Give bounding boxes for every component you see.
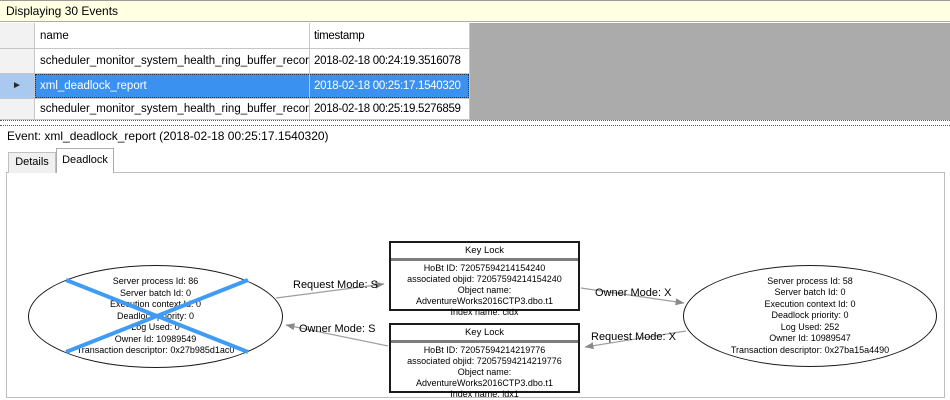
resource-attr: associated objid: 72057594214219776 xyxy=(407,356,562,366)
edge-label-owner-x: Owner Mode: X xyxy=(595,287,672,299)
process-attr: Server batch Id: 0 xyxy=(119,287,192,298)
row-selector-cell[interactable]: ► xyxy=(0,74,35,98)
tab-strip: Details Deadlock xyxy=(0,147,950,173)
event-name-cell[interactable]: scheduler_monitor_system_health_ring_buf… xyxy=(35,49,310,73)
resource-attr: Index name: idx1 xyxy=(450,389,519,399)
process-attr: Server process Id: 86 xyxy=(112,276,199,287)
process-attr: Log Used: 252 xyxy=(780,321,840,332)
process-attr: Log Used: 0 xyxy=(131,322,180,333)
table-row-selected[interactable]: ► xml_deadlock_report 2018-02-18 00:25:1… xyxy=(0,74,470,99)
process-attr: Deadlock priority: 0 xyxy=(771,310,849,321)
process-attr: Owner Id: 10989549 xyxy=(114,333,197,344)
row-selector-cell[interactable] xyxy=(0,49,35,73)
process-attr: Deadlock priority: 0 xyxy=(116,310,195,321)
table-row[interactable]: scheduler_monitor_system_health_ring_buf… xyxy=(0,99,470,120)
process-attr: Owner Id: 10989547 xyxy=(769,333,851,344)
resource-node-keylock-cidx[interactable]: Key Lock HoBt ID: 72057594214154240 asso… xyxy=(389,241,580,317)
tab-details[interactable]: Details xyxy=(8,152,56,173)
process-attr: Server batch Id: 0 xyxy=(774,287,846,298)
grid-empty-area xyxy=(470,23,950,120)
process-node[interactable]: Server process Id: 58 Server batch Id: 0… xyxy=(683,265,937,367)
edge-label-request-s: Request Mode: S xyxy=(293,279,378,291)
event-name-cell[interactable]: xml_deadlock_report xyxy=(35,74,310,98)
resource-node-keylock-idx1[interactable]: Key Lock HoBt ID: 72057594214219776 asso… xyxy=(389,323,580,399)
resource-attr: Object name: AdventureWorks2016CTP3.dbo.… xyxy=(416,285,553,306)
event-timestamp-cell[interactable]: 2018-02-18 00:25:19.5276859 xyxy=(310,99,470,119)
column-header-timestamp[interactable]: timestamp xyxy=(310,23,470,48)
table-row[interactable]: scheduler_monitor_system_health_ring_buf… xyxy=(0,49,470,74)
table-header-row: name timestamp xyxy=(0,23,470,49)
event-timestamp-cell[interactable]: 2018-02-18 00:24:19.3516078 xyxy=(310,49,470,73)
process-attr: Execution context Id: 0 xyxy=(764,298,856,309)
resource-attr: HoBt ID: 72057594214154240 xyxy=(423,263,546,273)
row-selector-header xyxy=(0,23,35,48)
tab-deadlock[interactable]: Deadlock xyxy=(56,148,114,173)
process-attr: Transaction descriptor: 0x27ba15a4490 xyxy=(730,344,890,355)
resource-attr: Index name: cidx xyxy=(450,307,519,317)
process-attr: Server process Id: 58 xyxy=(767,275,853,286)
resource-attr: Object name: AdventureWorks2016CTP3.dbo.… xyxy=(416,367,553,388)
resource-title: Key Lock xyxy=(391,325,578,343)
resource-title: Key Lock xyxy=(391,243,578,261)
event-name-cell[interactable]: scheduler_monitor_system_health_ring_buf… xyxy=(35,99,310,119)
resource-attr: associated objid: 72057594214154240 xyxy=(407,274,562,284)
events-count-bar: Displaying 30 Events xyxy=(0,0,950,22)
row-selector-arrow-icon: ► xyxy=(12,80,22,91)
column-header-name[interactable]: name xyxy=(35,23,310,48)
row-selector-cell[interactable] xyxy=(0,99,35,119)
process-node-victim[interactable]: Server process Id: 86 Server batch Id: 0… xyxy=(28,265,283,368)
process-attr: Transaction descriptor: 0x27b985d1ac0 xyxy=(76,345,235,356)
resource-attr: HoBt ID: 72057594214219776 xyxy=(423,345,546,355)
edge-label-request-x: Request Mode: X xyxy=(591,331,676,343)
process-attr: Execution context Id: 0 xyxy=(109,299,202,310)
edge-label-owner-s: Owner Mode: S xyxy=(299,323,376,335)
horizontal-splitter[interactable] xyxy=(0,120,950,126)
event-timestamp-cell[interactable]: 2018-02-18 00:25:17.1540320 xyxy=(310,74,470,98)
selected-event-label: Event: xml_deadlock_report (2018-02-18 0… xyxy=(0,126,950,147)
